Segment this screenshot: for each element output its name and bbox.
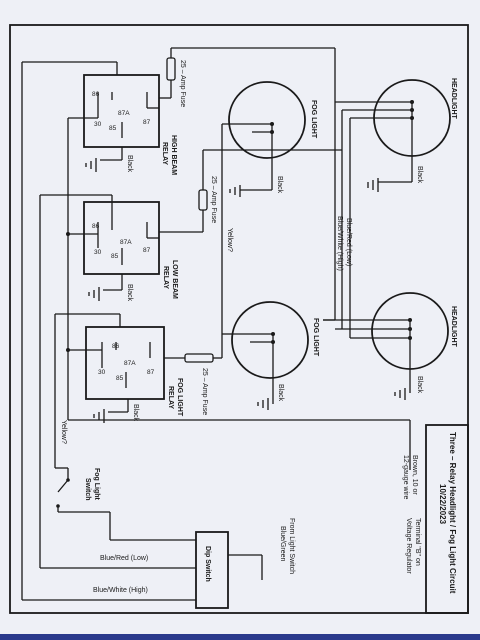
relay-fog-label-2: RELAY	[167, 386, 174, 409]
diagram-border	[9, 24, 469, 614]
title-line-2: 10/22/2023	[438, 484, 447, 525]
relay-low-label-2: RELAY	[162, 266, 169, 289]
terminal-b-label-1: Terminal "B" on	[414, 518, 421, 566]
wire-yellow-mid-label: Yellow?	[226, 228, 233, 252]
fuse-fog-label: 25 – Amp Fuse	[201, 368, 208, 415]
fog-light-top-label: FOG LIGHT	[310, 100, 317, 139]
from-switch-label-1: From Light Switch	[288, 518, 295, 574]
relay-fog-pin-30: 30	[98, 369, 106, 376]
fog-switch-label-1: Fog Light	[93, 468, 100, 501]
headlight-top-label: HEADLIGHT	[450, 78, 457, 120]
dip-switch-label: Dip Switch	[204, 546, 211, 582]
fuse-low-label: 25 – Amp Fuse	[210, 176, 217, 223]
fuse-fog: 25 – Amp Fuse	[164, 353, 222, 415]
relay-high-pin-30: 30	[94, 121, 102, 128]
bottom-blue-red-label: Blue/Red (Low)	[100, 555, 148, 562]
brown-wire-label-1: Brown, 10 or	[411, 455, 418, 495]
relay-high-pin-87a: 87A	[118, 110, 130, 117]
relay-low-pin-86: 86	[92, 223, 100, 230]
relay-fog-label-1: FOG LIGHT	[176, 378, 183, 417]
title-block: Three – Relay Headlight / Fog Light Circ…	[425, 424, 469, 614]
fog-light-top: FOG LIGHT Black	[228, 81, 317, 197]
wire-blue-red-low-label: Blue/Red (Low)	[345, 218, 352, 266]
relay-low-pin-85: 85	[111, 253, 119, 260]
relay-high-beam: 86 87A 87 30 85 HIGH BEAM RELAY Black	[83, 62, 177, 175]
fog-light-switch: Fog Light Switch	[84, 468, 100, 501]
relay-low-beam: 86 87A 87 30 85 LOW BEAM RELAY Black	[83, 201, 178, 302]
brown-wire-label-2: 12-gauge wire	[402, 455, 409, 499]
fog-light-bottom-ground-label: Black	[277, 384, 284, 402]
wire-blue-white-high-label: Blue/White (High)	[336, 216, 343, 271]
relay-low-pin-87: 87	[143, 247, 151, 254]
headlight-bottom: HEADLIGHT Black	[323, 292, 457, 400]
fuse-high-label: 25 – Amp Fuse	[179, 60, 186, 107]
fog-light-top-ground-label: Black	[276, 176, 283, 194]
relay-fog-pin-87a: 87A	[124, 360, 136, 367]
relay-fog-light: 86 87A 87 30 85 FOG LIGHT RELAY Black	[85, 314, 183, 423]
relay-low-pin-87a: 87A	[120, 239, 132, 246]
headlight-top-ground-label: Black	[416, 166, 423, 184]
terminal-b-label-2: Voltage Regulator	[405, 518, 412, 574]
headlight-bottom-ground-label: Black	[416, 376, 423, 394]
fuse-low: 25 – Amp Fuse	[159, 150, 217, 233]
relay-fog-ground-label: Black	[132, 404, 139, 422]
relay-high-ground-label: Black	[126, 155, 133, 173]
wiring	[21, 48, 411, 601]
relay-low-ground-label: Black	[126, 284, 133, 302]
headlight-top: HEADLIGHT Black	[335, 78, 457, 192]
relay-low-label-1: LOW BEAM	[171, 260, 178, 299]
relay-fog-pin-86: 86	[112, 343, 120, 350]
relay-high-pin-87: 87	[143, 119, 151, 126]
relay-high-label-1: HIGH BEAM	[170, 135, 177, 175]
dip-switch: Dip Switch	[195, 531, 229, 609]
relay-fog-pin-85: 85	[116, 375, 124, 382]
bottom-blue-white-label: Blue/White (High)	[93, 587, 148, 594]
title-line-1: Three – Relay Headlight / Fog Light Circ…	[448, 432, 457, 594]
fog-light-bottom: FOG LIGHT Black	[231, 301, 319, 410]
fog-switch-label-2: Switch	[84, 478, 91, 501]
relay-fog-pin-87: 87	[147, 369, 155, 376]
wire-yellow-left-label: Yellow?	[60, 420, 67, 444]
fuse-high: 25 – Amp Fuse	[159, 47, 335, 107]
relay-high-pin-86: 86	[92, 91, 100, 98]
relay-low-pin-30: 30	[94, 249, 102, 256]
from-switch-label-2: Blue/Green	[279, 526, 286, 562]
fog-light-bottom-label: FOG LIGHT	[312, 318, 319, 357]
relay-high-label-2: RELAY	[161, 142, 168, 165]
relay-high-pin-85: 85	[109, 125, 117, 132]
headlight-bottom-label: HEADLIGHT	[450, 306, 457, 348]
